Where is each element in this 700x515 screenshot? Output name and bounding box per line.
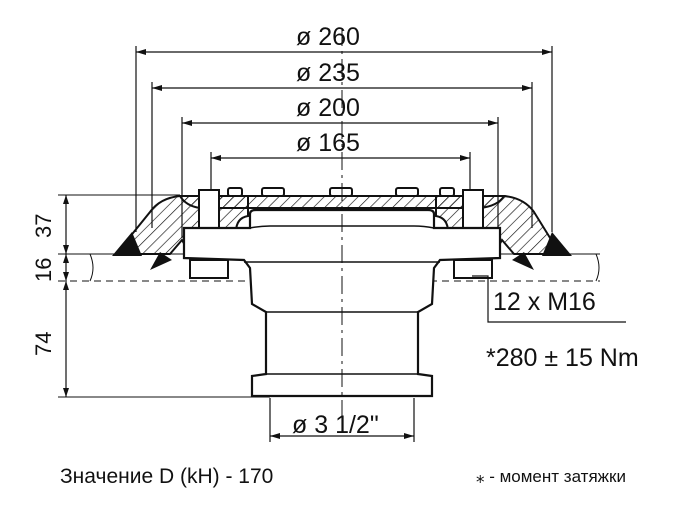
d-value-caption: Значение D (kH) - 170	[60, 465, 274, 488]
outlet-dimension-lines	[269, 398, 415, 442]
dimension-dia-260: ø 260	[296, 23, 360, 51]
dimension-arrows	[136, 49, 552, 161]
outlet-dimension-arrows	[270, 433, 414, 439]
bolt-spec-label: 12 x M16	[493, 288, 596, 316]
dimension-dia-235: ø 235	[296, 59, 360, 87]
bolt-leader-line	[472, 275, 626, 323]
diameter-dimension-lines	[135, 46, 553, 238]
torque-footnote: ⁎ - момент затяжки	[476, 467, 626, 486]
seal-right	[542, 232, 572, 256]
seal-lower-right	[512, 252, 534, 270]
dimension-outlet-diameter: ø 3 1/2"	[292, 411, 379, 439]
dimension-dia-200: ø 200	[296, 94, 360, 122]
break-mark-left	[89, 253, 94, 282]
height-dimension-arrows	[63, 195, 69, 397]
bolt-heads	[227, 187, 455, 197]
dimension-height-16: 16	[31, 258, 56, 282]
torque-spec-label: *280 ± 15 Nm	[486, 344, 639, 372]
break-mark-right	[595, 253, 600, 282]
dimension-height-74: 74	[31, 332, 56, 356]
seal-left	[112, 232, 142, 256]
dimension-height-37: 37	[31, 214, 56, 238]
seal-lower-left	[150, 252, 172, 270]
dimension-dia-165: ø 165	[296, 129, 360, 157]
